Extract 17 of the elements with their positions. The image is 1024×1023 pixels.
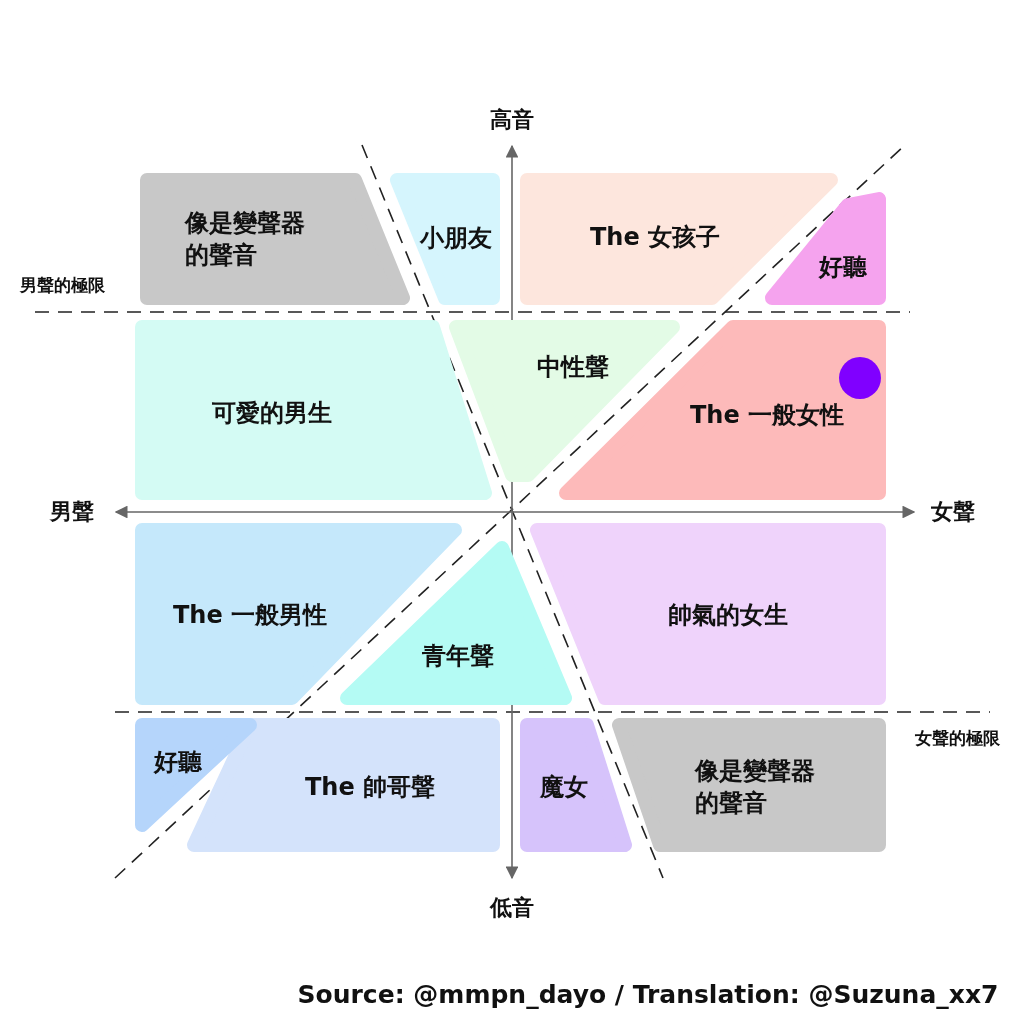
voice-region: 可愛的男生	[135, 320, 492, 500]
voice-region: 像是變聲器的聲音	[140, 173, 410, 305]
voice-region: 像是變聲器的聲音	[612, 718, 886, 852]
axis-label: 男聲	[50, 498, 94, 526]
voice-region: 青年聲	[340, 541, 572, 705]
limit-label: 男聲的極限	[19, 273, 105, 297]
voice-region: 小朋友	[390, 173, 500, 305]
voice-region: 中性聲	[449, 320, 680, 482]
voice-region: 好聽	[765, 192, 886, 305]
voice-region: 魔女	[520, 718, 632, 852]
source-credit: Source: @mmpn_dayo / Translation: @Suzuna_xx7	[297, 979, 999, 1009]
axis-label: 女聲	[931, 498, 975, 526]
axis-label: 低音	[490, 894, 534, 922]
voice-region: 好聽	[135, 718, 257, 832]
axis-label: 高音	[490, 106, 534, 134]
voice-region: 帥氣的女生	[530, 523, 886, 705]
limit-label: 女聲的極限	[914, 726, 1000, 750]
